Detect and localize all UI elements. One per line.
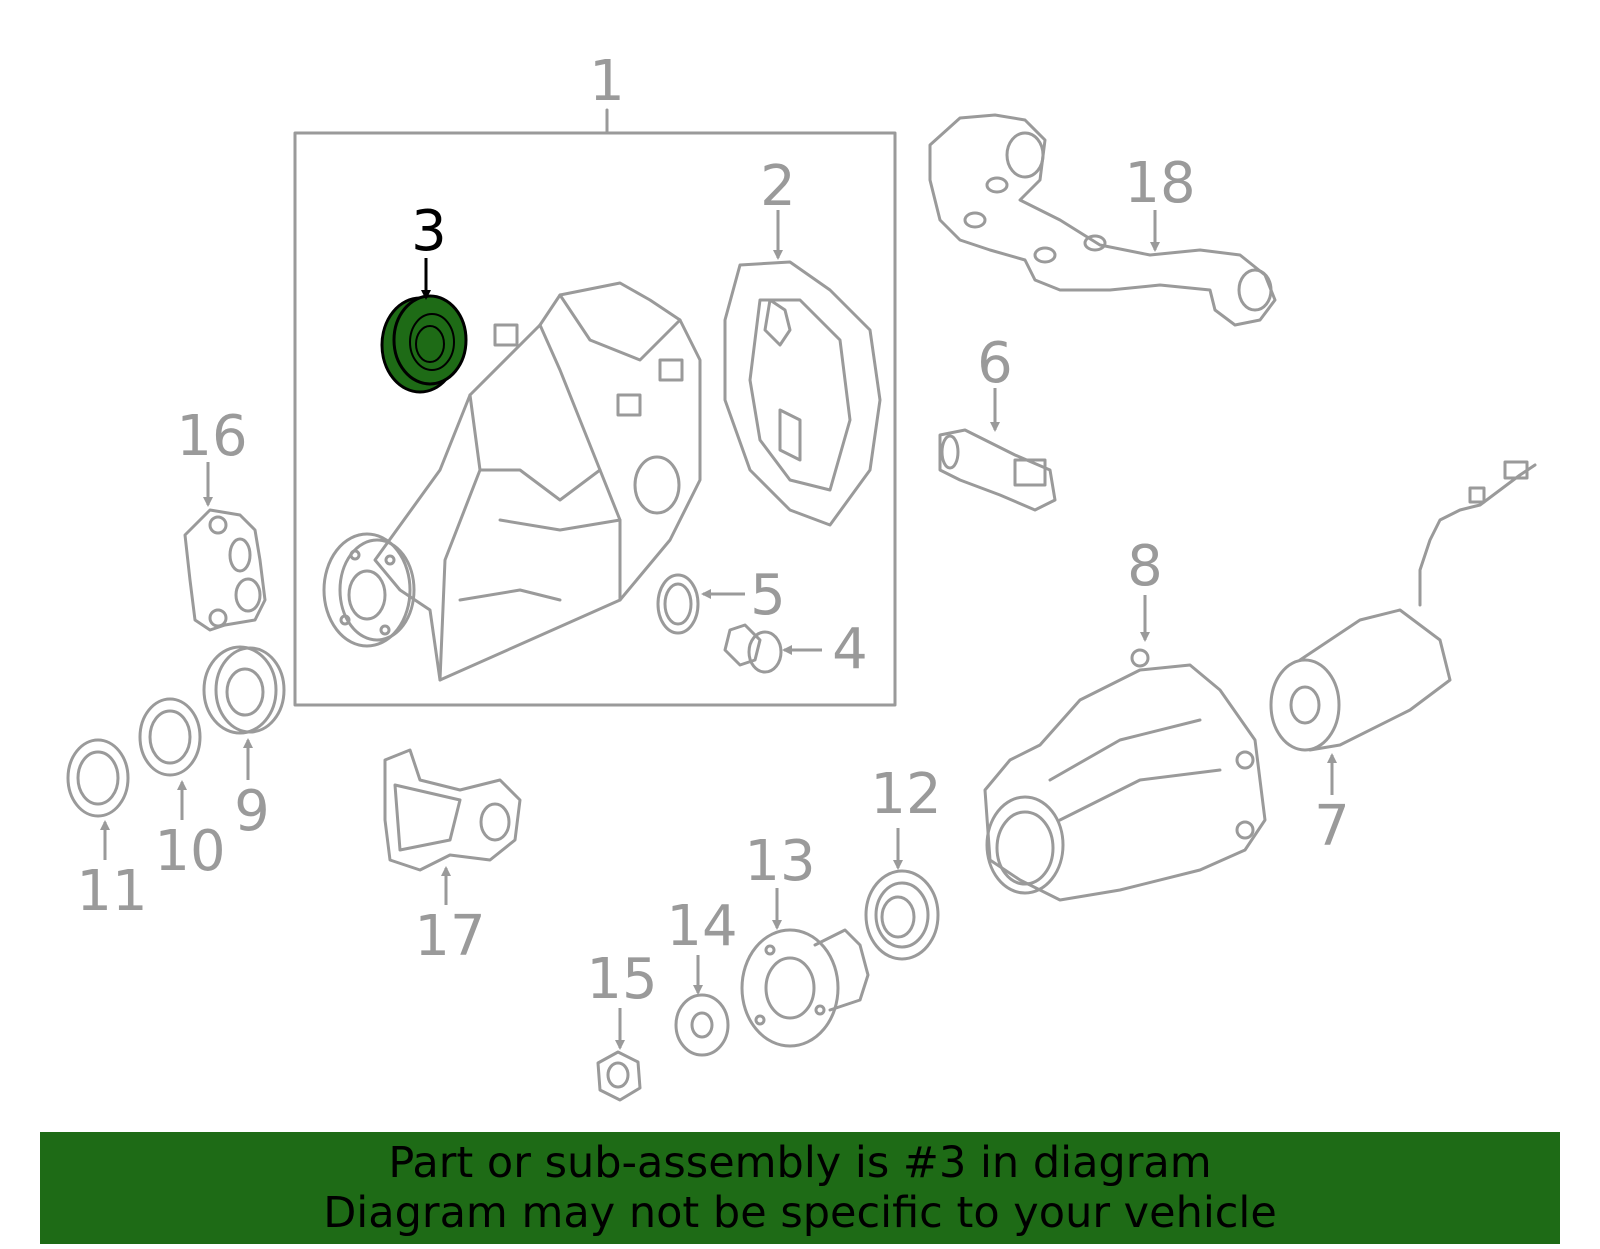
part-10-washer-drawing [138, 697, 202, 777]
callout-3: 3 [411, 199, 447, 264]
callout-4: 4 [832, 617, 868, 682]
callout-12: 12 [870, 762, 941, 827]
part-16-mount-drawing [183, 508, 267, 632]
callout-13: 13 [744, 829, 815, 894]
callout-9: 9 [234, 779, 270, 844]
part-7-actuator-drawing [1269, 460, 1537, 752]
callout-10: 10 [154, 819, 225, 884]
part-8-housing-drawing [983, 648, 1267, 902]
part-2-cover-drawing [723, 260, 882, 527]
part-11-washer-drawing [66, 738, 130, 818]
assembly-1-bracket [293, 108, 897, 707]
part-17-bracket-drawing [383, 748, 522, 872]
callout-arrows [100, 210, 1337, 1050]
callout-8: 8 [1127, 534, 1163, 599]
info-banner: Part or sub-assembly is #3 in diagram Di… [40, 1132, 1560, 1244]
callout-2: 2 [760, 154, 796, 219]
callout-17: 17 [414, 904, 485, 969]
differential-housing-drawing [322, 281, 702, 682]
callout-labels: 1 2 3 4 5 6 7 8 9 10 11 12 13 14 15 16 1… [76, 49, 1349, 1012]
part-13-flange-drawing [740, 928, 870, 1048]
part-12-seal-drawing [864, 869, 940, 961]
part-6-sensor-drawing [938, 428, 1057, 512]
part-15-nut-drawing [596, 1050, 642, 1102]
part-3-seal-drawing [380, 294, 468, 394]
callout-1: 1 [589, 49, 625, 114]
part-9-bearing-drawing [202, 645, 286, 735]
callout-11: 11 [76, 859, 147, 924]
part-5-washer-drawing [656, 573, 700, 635]
callout-16: 16 [176, 404, 247, 469]
callout-5: 5 [750, 563, 786, 628]
part-18-crossmember-drawing [928, 113, 1277, 327]
callout-15: 15 [586, 947, 657, 1012]
banner-line-part-number: Part or sub-assembly is #3 in diagram [388, 1138, 1212, 1188]
part-4-plug-drawing [723, 623, 783, 674]
callout-14: 14 [666, 894, 737, 959]
callout-18: 18 [1124, 151, 1195, 216]
callout-7: 7 [1314, 794, 1350, 859]
callout-6: 6 [977, 331, 1013, 396]
part-14-washer-drawing [674, 993, 730, 1057]
banner-line-disclaimer: Diagram may not be specific to your vehi… [323, 1188, 1277, 1238]
